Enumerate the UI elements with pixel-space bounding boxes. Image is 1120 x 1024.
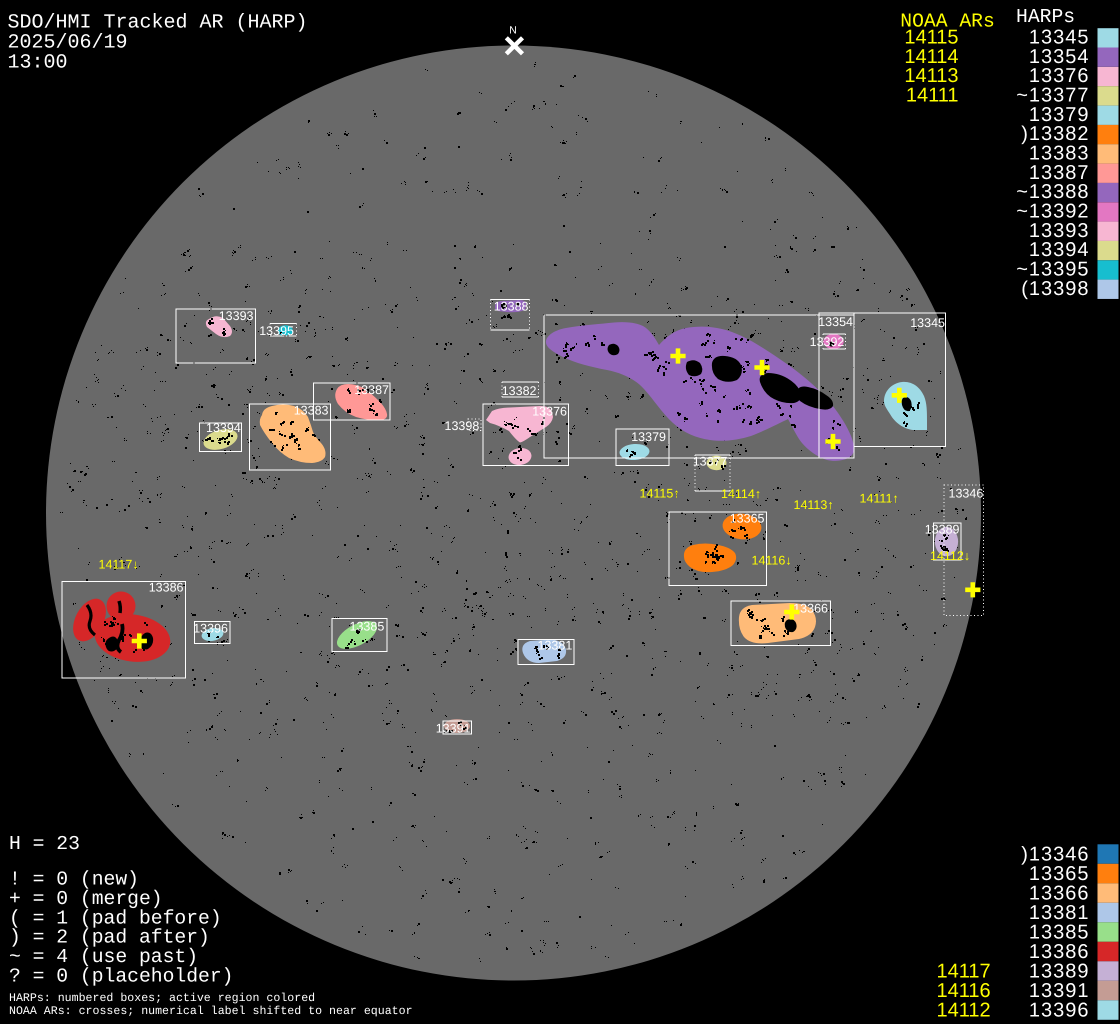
- svg-text:~13392: ~13392: [1016, 201, 1089, 223]
- svg-text:13376: 13376: [532, 405, 567, 419]
- svg-text:13386: 13386: [149, 581, 184, 595]
- svg-text:13377: 13377: [693, 455, 728, 469]
- svg-text:13365: 13365: [730, 511, 765, 525]
- svg-text:(13398: (13398: [1021, 278, 1089, 300]
- svg-text:13389: 13389: [1029, 961, 1090, 983]
- svg-text:( = 1 (pad before): ( = 1 (pad before): [9, 907, 222, 929]
- svg-text:HARPs: HARPs: [1016, 6, 1075, 28]
- svg-text:14113↑: 14113↑: [794, 498, 834, 512]
- svg-text:14116↓: 14116↓: [752, 554, 792, 568]
- svg-text:14115: 14115: [904, 27, 958, 49]
- svg-text:~13377: ~13377: [1016, 85, 1089, 107]
- svg-text:H = 23: H = 23: [9, 833, 80, 855]
- svg-text:13394: 13394: [206, 421, 241, 435]
- svg-text:14117↓: 14117↓: [99, 557, 139, 571]
- svg-text:13381: 13381: [1029, 902, 1090, 924]
- svg-text:13396: 13396: [1029, 1000, 1090, 1022]
- svg-text:14117: 14117: [936, 961, 990, 983]
- svg-text:13396: 13396: [193, 621, 228, 635]
- svg-text:13388: 13388: [494, 300, 529, 314]
- svg-text:13376: 13376: [1029, 65, 1090, 87]
- svg-text:13365: 13365: [1029, 863, 1090, 885]
- svg-text:N: N: [509, 24, 517, 36]
- svg-text:13387: 13387: [354, 383, 389, 397]
- svg-text:13382: 13382: [502, 384, 537, 398]
- svg-text:13383: 13383: [1029, 143, 1090, 165]
- svg-text:~13395: ~13395: [1016, 259, 1089, 281]
- svg-text:14116: 14116: [936, 980, 990, 1002]
- svg-text:NOAA ARs: crosses; numerical l: NOAA ARs: crosses; numerical label shift…: [9, 1005, 413, 1018]
- svg-text:)13346: )13346: [1021, 844, 1089, 866]
- svg-text:14115↑: 14115↑: [640, 487, 680, 501]
- svg-text:13385: 13385: [350, 620, 385, 634]
- svg-text:13345: 13345: [910, 316, 945, 330]
- svg-text:13366: 13366: [793, 602, 828, 616]
- svg-text:~ = 4 (use past): ~ = 4 (use past): [9, 946, 198, 968]
- svg-text:+ = 0 (merge): + = 0 (merge): [9, 888, 163, 910]
- svg-text:13346: 13346: [949, 487, 984, 501]
- svg-text:14112: 14112: [936, 1000, 990, 1022]
- svg-text:13389: 13389: [925, 523, 960, 537]
- svg-text:NOAA ARs: NOAA ARs: [900, 10, 995, 32]
- svg-text:13391: 13391: [1029, 980, 1090, 1002]
- svg-text:13398: 13398: [445, 419, 480, 433]
- svg-text:13393: 13393: [219, 309, 254, 323]
- svg-text:13395: 13395: [259, 324, 294, 338]
- svg-text:13379: 13379: [631, 430, 666, 444]
- svg-text:14113: 14113: [904, 65, 958, 87]
- svg-text:14114: 14114: [904, 46, 958, 68]
- svg-text:2025/06/19: 2025/06/19: [8, 32, 128, 55]
- svg-text:)13382: )13382: [1021, 123, 1089, 145]
- svg-text:13345: 13345: [1029, 27, 1090, 49]
- svg-text:13:00: 13:00: [8, 52, 68, 75]
- svg-text:13385: 13385: [1029, 922, 1090, 944]
- svg-text:13379: 13379: [1029, 104, 1090, 126]
- svg-text:13383: 13383: [294, 404, 329, 418]
- svg-text:13381: 13381: [538, 639, 573, 653]
- svg-text:13393: 13393: [1029, 220, 1090, 242]
- svg-text:14114↑: 14114↑: [721, 487, 761, 501]
- svg-text:13387: 13387: [1029, 162, 1090, 184]
- svg-text:HARPs: numbered boxes; active: HARPs: numbered boxes; active region col…: [9, 992, 315, 1005]
- svg-text:13386: 13386: [1029, 941, 1090, 963]
- svg-text:13354: 13354: [1029, 46, 1090, 68]
- svg-text:13392: 13392: [810, 335, 845, 349]
- svg-text:? = 0 (placeholder): ? = 0 (placeholder): [9, 966, 233, 988]
- svg-text:14111: 14111: [906, 85, 959, 107]
- svg-text:14112↓: 14112↓: [930, 549, 970, 563]
- svg-text:13366: 13366: [1029, 883, 1090, 905]
- svg-text:! = 0 (new): ! = 0 (new): [9, 869, 139, 891]
- svg-text:SDO/HMI Tracked AR (HARP): SDO/HMI Tracked AR (HARP): [8, 12, 308, 35]
- svg-text:13391: 13391: [436, 721, 471, 735]
- svg-text:14111↑: 14111↑: [860, 492, 899, 506]
- svg-text:~13388: ~13388: [1016, 181, 1089, 203]
- svg-text:13354: 13354: [818, 315, 853, 329]
- svg-text:) = 2 (pad after): ) = 2 (pad after): [9, 927, 210, 949]
- svg-text:13394: 13394: [1029, 239, 1090, 261]
